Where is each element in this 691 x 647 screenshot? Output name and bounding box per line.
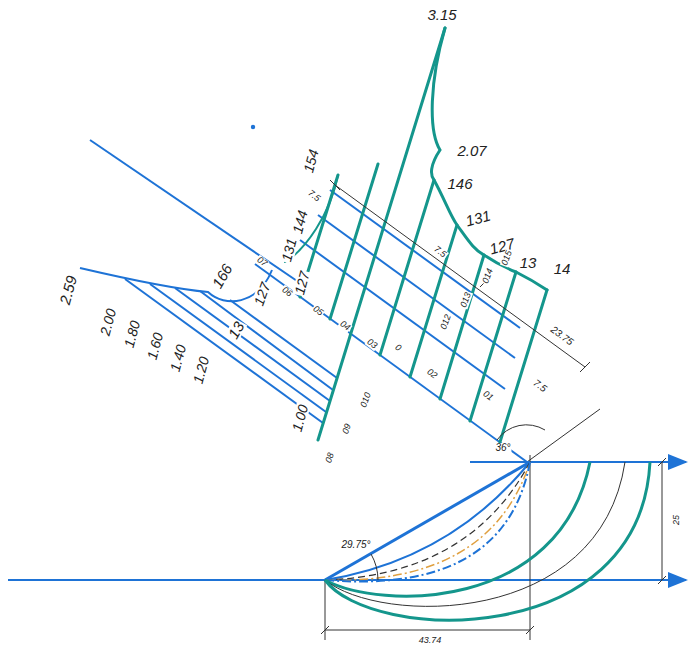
dimension-label: 29.75° [340, 540, 371, 550]
dimension-label: 1.00 [289, 402, 310, 434]
dimension-label: 7.5 [305, 188, 322, 204]
dimension-label: 09 [341, 422, 354, 436]
dimension-label: 2.00 [97, 306, 118, 338]
dimension-label: 03 [364, 337, 379, 351]
dimension-label: 08 [324, 451, 337, 465]
dimension-label: 14 [553, 261, 572, 276]
dimension-label: 127 [292, 269, 312, 297]
dimension-label: 127 [251, 280, 273, 309]
dimension-label: 010 [359, 390, 373, 409]
dimension-label: 146 [446, 176, 473, 191]
dimension-label: 7.5 [531, 377, 550, 394]
dimension-label: 3.15 [426, 7, 457, 22]
dimension-label: 166 [209, 261, 236, 292]
dimension-label: 2.07 [456, 143, 487, 158]
dimension-label: 13 [519, 255, 538, 270]
dimension-label: 144 [290, 208, 310, 236]
dimension-label: 02 [424, 367, 439, 381]
dimension-label: 1.80 [121, 318, 142, 350]
dimension-label: 012 [439, 312, 453, 331]
dimension-label: 0 [393, 342, 404, 353]
dimension-label: 01 [480, 389, 495, 403]
dimension-label: 014 [481, 266, 495, 285]
dimension-label: 1.20 [190, 354, 211, 386]
dimension-label: 1.60 [144, 330, 165, 362]
dimension-label: 154 [301, 147, 321, 175]
dimension-label: 36° [494, 443, 511, 453]
dimension-label: 131 [463, 207, 493, 228]
dimension-label: 07 [254, 255, 269, 269]
dimension-label: 05 [310, 304, 325, 318]
dimension-label: 2.59 [57, 273, 80, 307]
dimension-label: 06 [279, 285, 294, 299]
dimension-label: 43.74 [418, 635, 443, 644]
dimension-label: 25 [672, 514, 681, 526]
dimension-label: 131 [279, 236, 299, 264]
dimension-label: 1.40 [167, 342, 188, 374]
dimension-label: 23.75 [548, 324, 576, 348]
